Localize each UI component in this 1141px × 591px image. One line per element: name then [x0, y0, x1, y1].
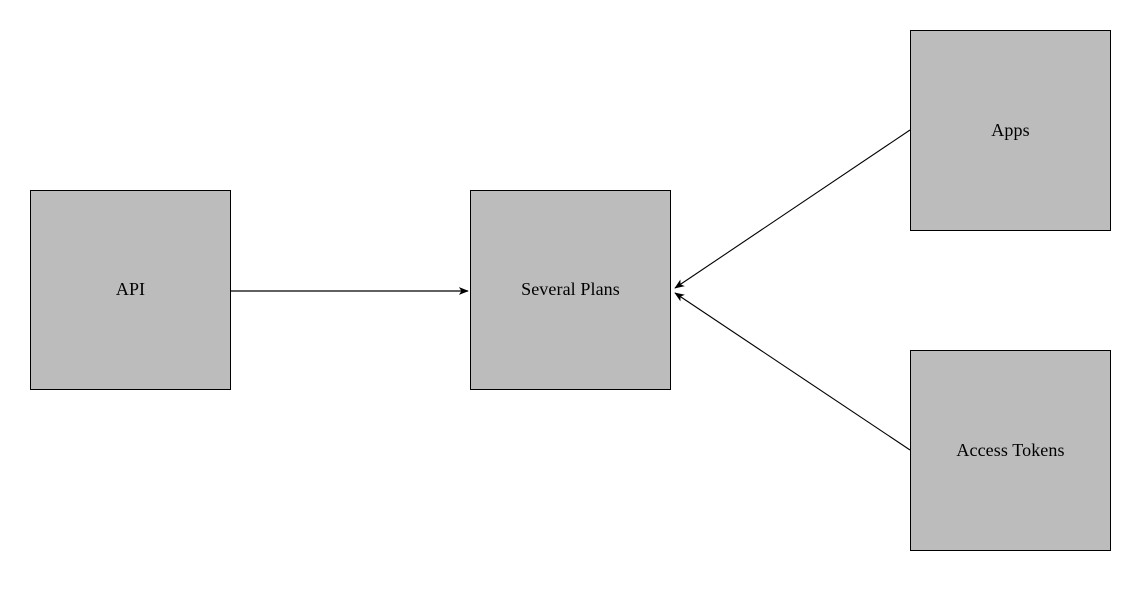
node-access-tokens[interactable]: Access Tokens — [910, 350, 1111, 551]
node-access-tokens-label: Access Tokens — [956, 439, 1065, 460]
edge-tokens-to-plans — [674, 292, 911, 451]
node-apps-label: Apps — [991, 119, 1030, 140]
node-api-label: API — [115, 279, 146, 300]
node-apps[interactable]: Apps — [910, 30, 1111, 231]
node-api[interactable]: API — [30, 190, 231, 390]
edge-apps-to-plans — [674, 129, 911, 289]
node-several-plans[interactable]: Several Plans — [470, 190, 671, 390]
node-several-plans-label: Several Plans — [521, 279, 620, 300]
